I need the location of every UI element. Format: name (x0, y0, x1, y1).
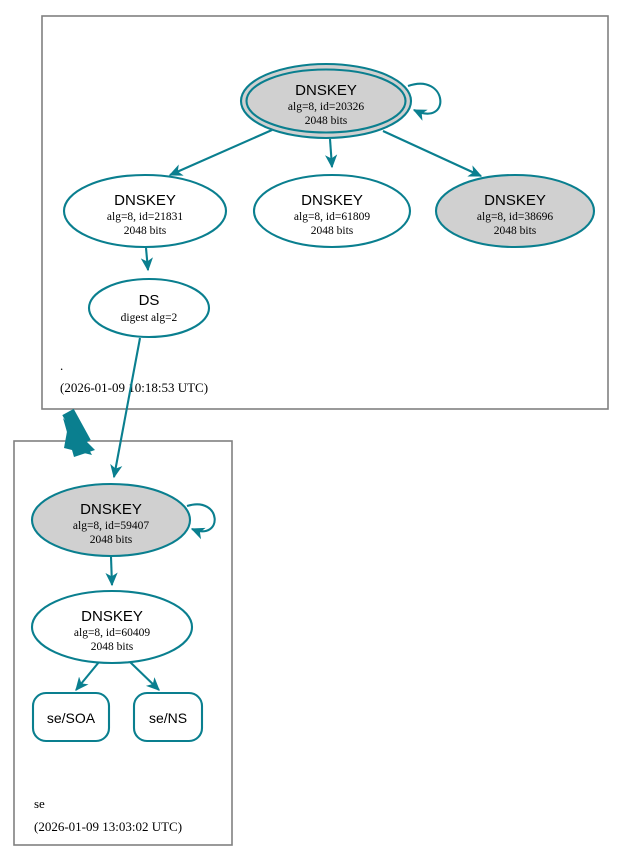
node-subtitle-keysize: 2048 bits (124, 225, 167, 237)
edge-rrsig-se-ksk-to-zsk (105, 556, 118, 587)
zone-timestamp-se: (2026-01-09 13:03:02 UTC) (34, 819, 182, 834)
node-subtitle-keyinfo: alg=8, id=21831 (107, 211, 183, 223)
node-title: DNSKEY (114, 192, 176, 209)
node-subtitle-keyinfo: alg=8, id=60409 (74, 627, 150, 639)
rrset-label: se/SOA (47, 710, 96, 726)
node-subtitle-keyinfo: alg=8, id=20326 (288, 101, 364, 113)
node-rrset-se-soa[interactable]: se/SOA (31, 691, 111, 743)
node-title: DS (139, 292, 160, 309)
edge-rrsig-zsk-to-ns (129, 661, 160, 691)
zone-box-root: . (2026-01-09 10:18:53 UTC) (41, 15, 609, 410)
edge-rrsig-zsk-to-soa (75, 661, 100, 691)
node-dnskey-60409[interactable]: DNSKEY alg=8, id=60409 2048 bits (30, 589, 194, 665)
node-subtitle-digestalg: digest alg=2 (121, 312, 178, 324)
node-dnskey-38696[interactable]: DNSKEY alg=8, id=38696 2048 bits (434, 173, 596, 249)
node-title: DNSKEY (301, 192, 363, 209)
node-subtitle-keyinfo: alg=8, id=38696 (477, 211, 553, 223)
self-loop-se-ksk (186, 503, 216, 540)
zone-timestamp-root: (2026-01-09 10:18:53 UTC) (60, 380, 208, 395)
node-title: DNSKEY (81, 608, 143, 625)
node-title: DNSKEY (484, 192, 546, 209)
rrset-label: se/NS (149, 710, 187, 726)
node-subtitle-keysize: 2048 bits (311, 225, 354, 237)
self-loop-root-ksk (407, 82, 442, 121)
node-subtitle-keyinfo: alg=8, id=61809 (294, 211, 370, 223)
zone-label-root: . (60, 358, 63, 373)
node-subtitle-keysize: 2048 bits (494, 225, 537, 237)
edge-ds-chain-to-se-ksk (110, 337, 142, 479)
node-subtitle-keysize: 2048 bits (91, 641, 134, 653)
node-title: DNSKEY (80, 501, 142, 518)
node-rrset-se-ns[interactable]: se/NS (132, 691, 204, 743)
node-dnskey-21831[interactable]: DNSKEY alg=8, id=21831 2048 bits (62, 173, 228, 249)
edge-zone-delegation (62, 408, 95, 457)
edge-rrsig-21831-to-ds (140, 247, 153, 272)
node-dnskey-61809[interactable]: DNSKEY alg=8, id=61809 2048 bits (252, 173, 412, 249)
node-ds-se[interactable]: DS digest alg=2 (87, 277, 211, 339)
node-dnskey-59407[interactable]: DNSKEY alg=8, id=59407 2048 bits (30, 482, 192, 558)
zone-box-se: se (2026-01-09 13:03:02 UTC) (13, 440, 233, 846)
node-subtitle-keysize: 2048 bits (90, 534, 133, 546)
node-subtitle-keyinfo: alg=8, id=59407 (73, 520, 149, 532)
zone-label-se: se (34, 796, 45, 811)
edge-rrsig-ksk-to-21831 (168, 129, 273, 176)
edge-rrsig-ksk-to-61809 (325, 138, 338, 169)
node-title: DNSKEY (295, 82, 357, 99)
edge-rrsig-ksk-to-38696 (382, 130, 483, 177)
node-dnskey-20326[interactable]: DNSKEY alg=8, id=20326 2048 bits (239, 62, 413, 140)
node-subtitle-keysize: 2048 bits (305, 115, 348, 127)
